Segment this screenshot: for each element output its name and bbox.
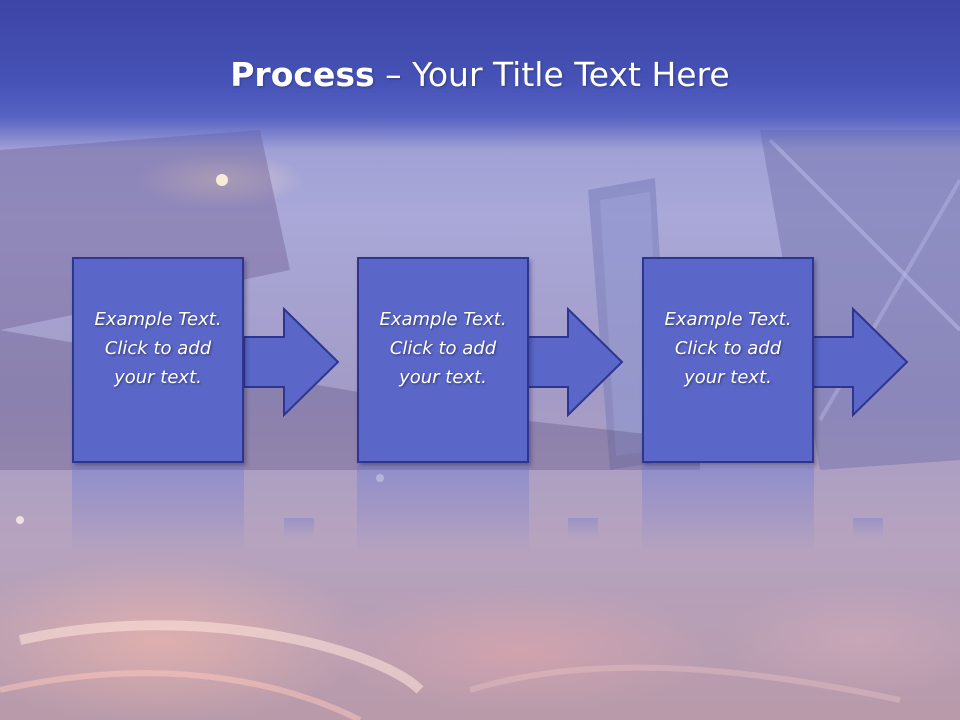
title-band: [0, 0, 960, 150]
slide-title[interactable]: Process – Your Title Text Here: [0, 52, 960, 98]
title-rest-part: – Your Title Text Here: [374, 55, 730, 94]
step-3-box[interactable]: Example Text. Click to add your text.: [642, 257, 814, 463]
title-bold-part: Process: [230, 55, 375, 94]
step-2-box[interactable]: Example Text. Click to add your text.: [357, 257, 529, 463]
step-1-arrow[interactable]: [243, 306, 340, 418]
step-3-text[interactable]: Example Text. Click to add your text.: [664, 308, 792, 388]
step-1-text[interactable]: Example Text. Click to add your text.: [94, 308, 222, 388]
step-2-arrow[interactable]: [527, 306, 624, 418]
step-3-arrow[interactable]: [812, 306, 909, 418]
step-1-box[interactable]: Example Text. Click to add your text.: [72, 257, 244, 463]
step-2-text[interactable]: Example Text. Click to add your text.: [379, 308, 507, 388]
